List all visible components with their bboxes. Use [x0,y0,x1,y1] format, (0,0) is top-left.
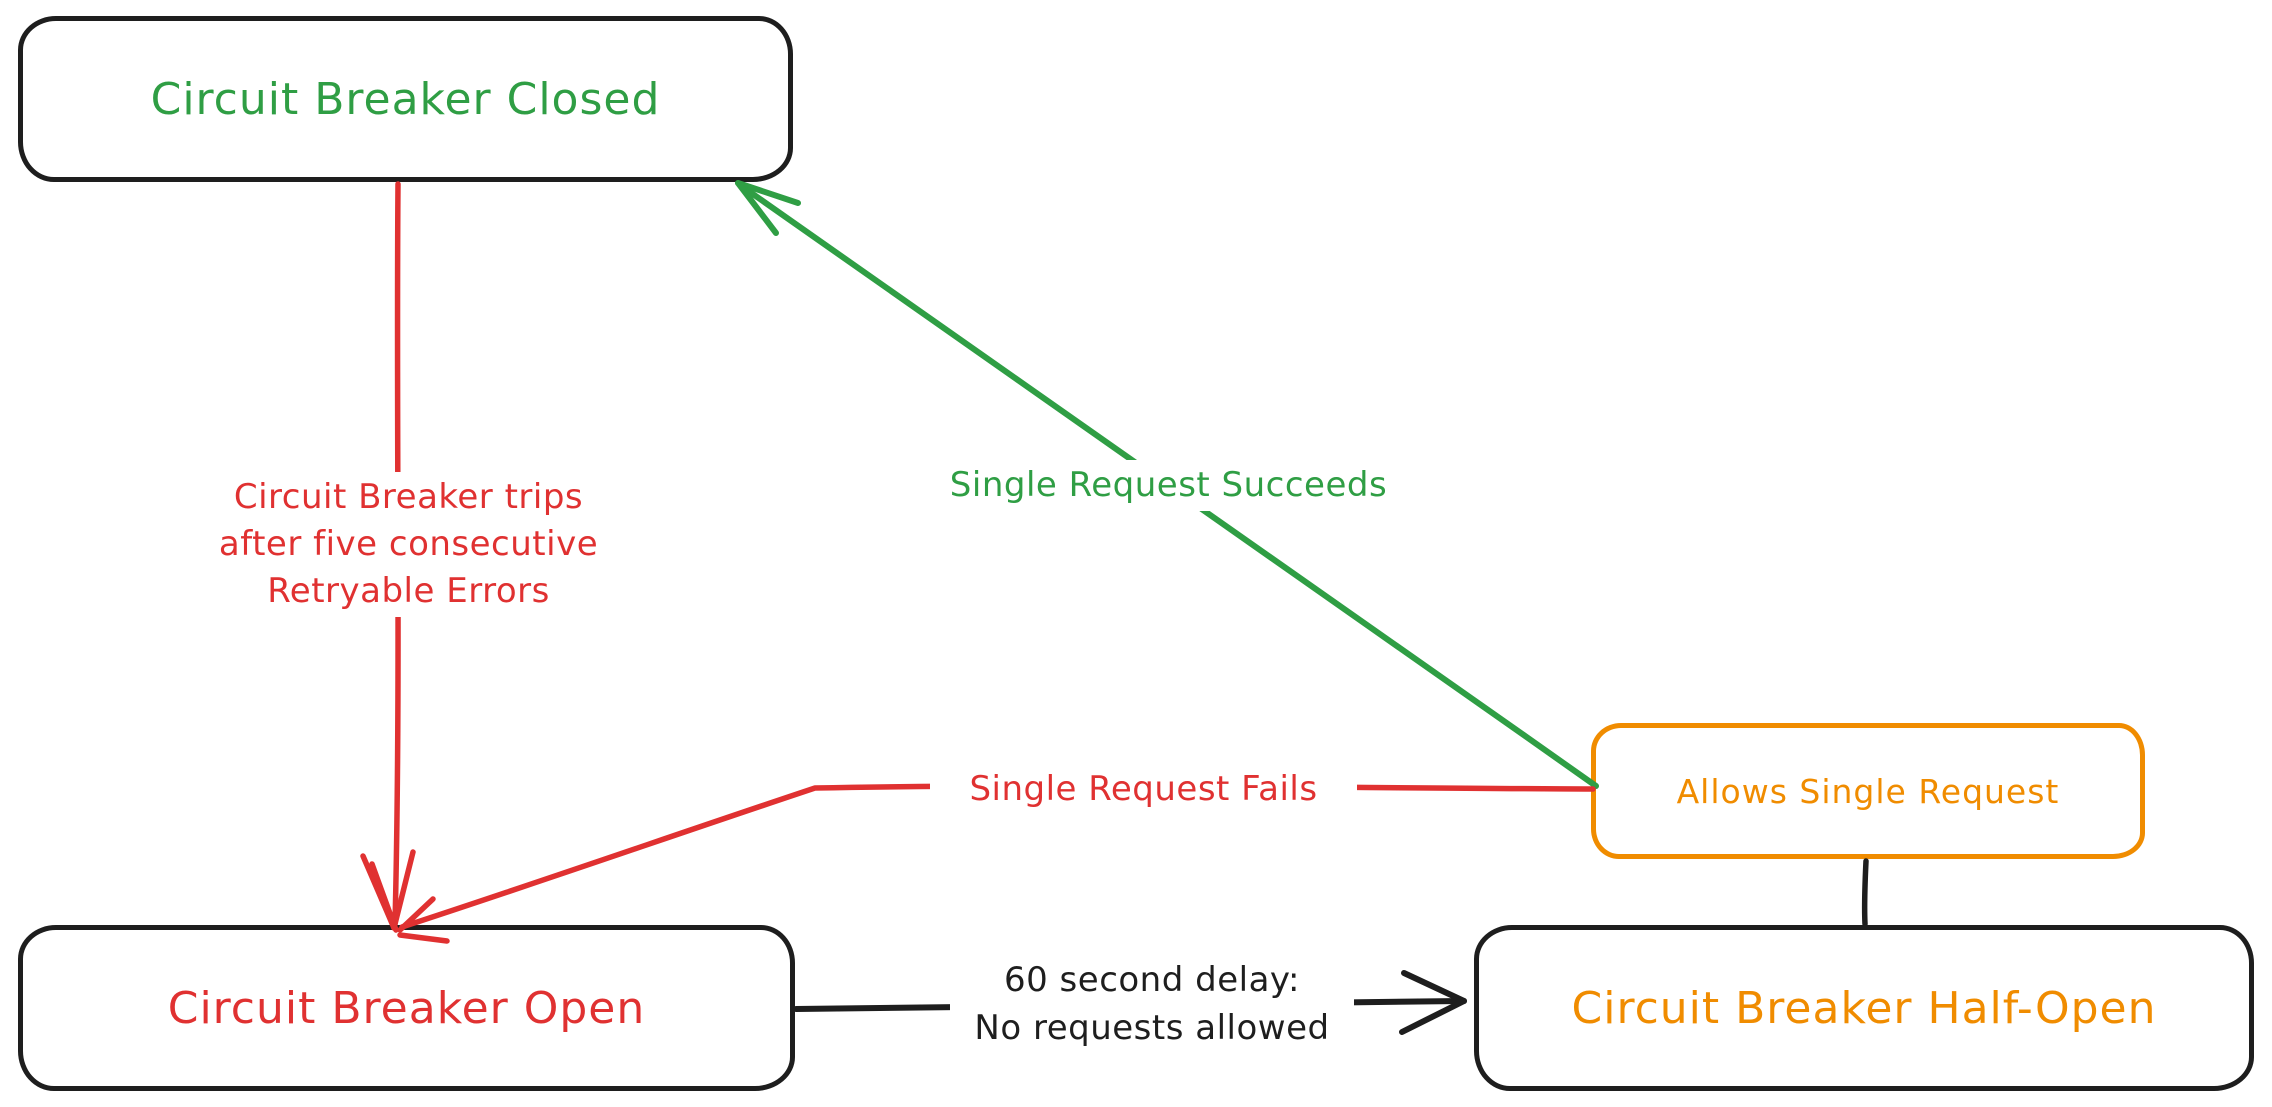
node-circuit-breaker-open: Circuit Breaker Open [18,925,795,1091]
edge-label-trip-line2: after five consecutive [218,524,599,564]
node-circuit-breaker-closed-label: Circuit Breaker Closed [150,73,661,125]
connector-half-open-allows [1861,858,1869,927]
edge-label-trip-line1: Circuit Breaker trips [233,477,584,517]
node-circuit-breaker-half-open-label: Circuit Breaker Half-Open [1571,982,2157,1034]
arrow-fails-shaft [399,783,1596,930]
node-circuit-breaker-half-open: Circuit Breaker Half-Open [1474,925,2254,1091]
arrow-fails-barb-lower [397,932,450,944]
edge-label-trip-line3: Retryable Errors [267,571,550,611]
arrow-fails [397,783,1596,944]
arrow-delay-barb-upper [1401,970,1467,1004]
edge-label-delay-line2: No requests allowed [974,1008,1330,1048]
arrow-succeeds-barb-lower [735,180,779,236]
arrow-trip-barb-sketch [369,861,399,933]
arrow-delay-barb-lower [1399,998,1467,1035]
edge-label-succeeds: Single Request Succeeds [915,460,1422,511]
arrow-succeeds-barb-upper [735,180,801,206]
edge-label-delay: 60 second delay: No requests allowed [950,954,1354,1054]
edge-label-fails: Single Request Fails [930,764,1357,815]
edge-label-trip: Circuit Breaker trips after five consecu… [150,472,667,617]
edge-label-delay-line1: 60 second delay: [1003,960,1301,1000]
node-circuit-breaker-closed: Circuit Breaker Closed [18,16,793,182]
node-circuit-breaker-open-label: Circuit Breaker Open [167,982,646,1034]
arrow-fails-barb-upper [397,896,436,933]
arrow-trip-barb-right [391,849,416,931]
node-allows-single-request-label: Allows Single Request [1676,771,2060,811]
